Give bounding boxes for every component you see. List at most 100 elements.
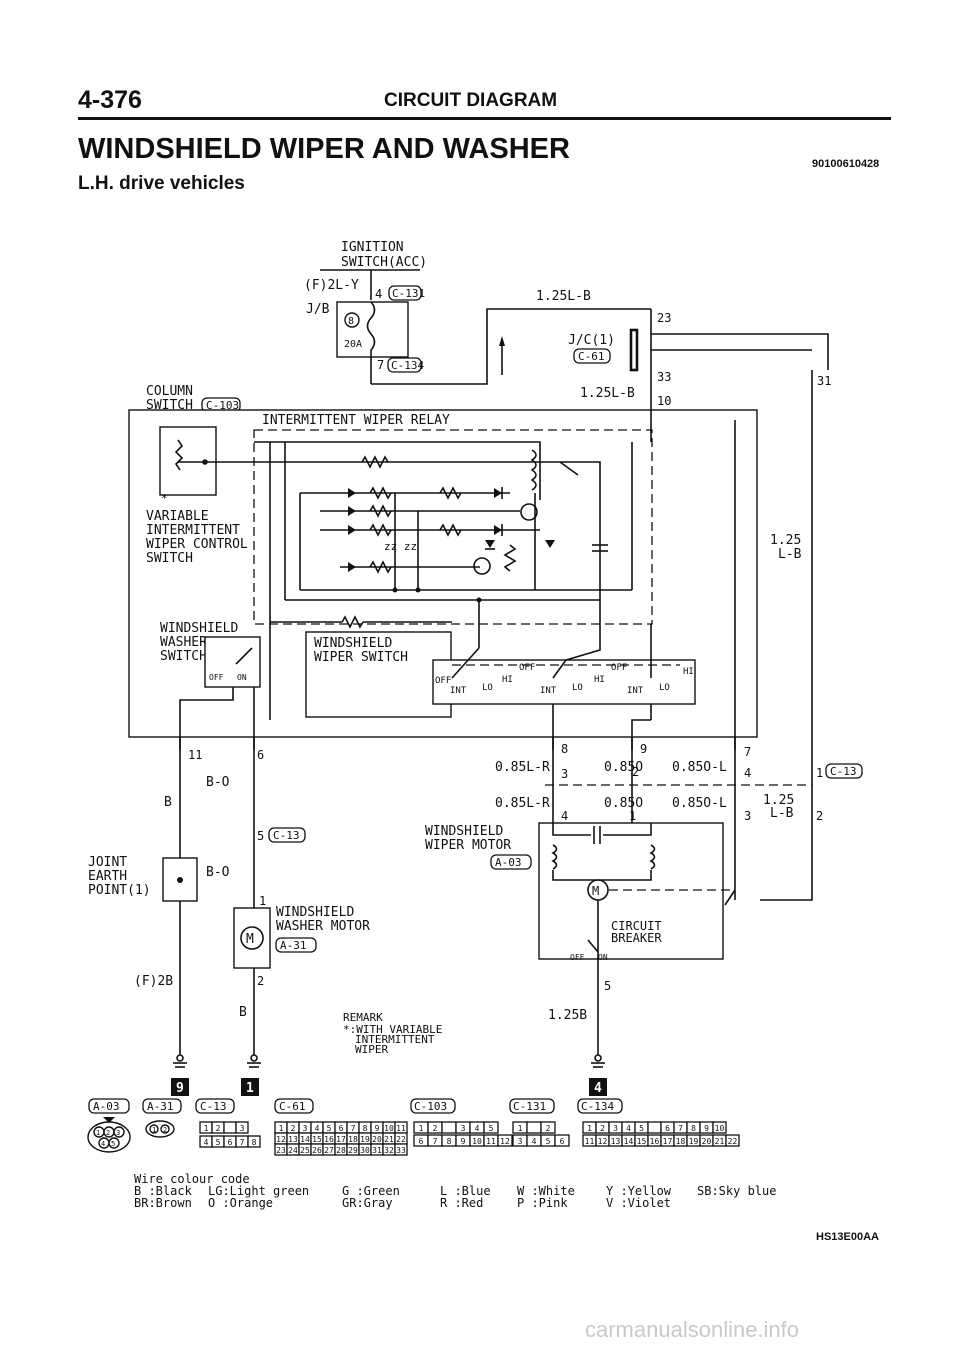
header-rule [78,117,891,120]
watermark: carmanualsonline.info [585,1317,800,1342]
pin-10: 10 [657,394,671,408]
fuse-symbol [366,301,376,384]
transistor-1 [520,503,538,521]
motor-winding-1 [551,844,558,870]
remark-2: *:WITH VARIABLE [343,1023,442,1036]
colour-code-v: V :Violet [606,1196,671,1210]
connector-a03-view: 1 2 3 4 5 [87,1117,131,1153]
connector-c134-pin-label: 5 [639,1124,644,1133]
wire-label-f2ly: (F)2L-Y [304,278,359,293]
document-id: 90100610428 [812,158,880,170]
wire-label-125b: 1.25B [548,1008,587,1023]
connector-a03-tag [490,854,532,870]
wiper-switch-label-2: WIPER SWITCH [314,650,408,665]
connector-c13-pin-label: 2 [216,1124,221,1133]
washer-motor-label-2: WASHER MOTOR [276,919,370,934]
washer-on: ON [237,673,247,682]
earth-marker-4: 4 [594,1081,602,1096]
connector-c61-tag [573,348,611,364]
connector-c131-pin-label: 4 [532,1137,537,1146]
connector-a03: A-03 [495,856,522,869]
jb-label: J/B [306,302,330,317]
washer-motor-m: M [246,932,254,947]
colour-code-br: BR:Brown [134,1196,192,1210]
pos-hi-3: HI [683,667,694,677]
wiper-switch-outline [305,631,452,718]
connector-c61-pin-label: 11 [396,1124,406,1133]
pos-lo-2: LO [572,683,583,693]
connector-c61-pin-label: 22 [396,1135,406,1144]
pos-int-1: INT [450,686,467,696]
wire-label-085lr-a: 0.85L-R [495,760,550,775]
pin-2b: 2 [816,809,823,823]
connector-c134-pin-label: 10 [715,1124,725,1133]
connector-a31-tag [275,937,317,953]
diode-3 [348,525,356,535]
cv-a03-label: A-03 [93,1100,120,1113]
connector-c134-pin-label: 16 [650,1137,660,1146]
connector-c103-pin-label: 6 [419,1137,424,1146]
connector-c131-pin-label: 5 [546,1137,551,1146]
connector-c103-pin-cell [497,1134,513,1147]
pin-3: 3 [561,767,568,781]
colour-code-p: P :Pink [517,1196,568,1210]
connector-c134-pin-label: 3 [613,1124,618,1133]
connector-c134-pin-label: 21 [715,1137,725,1146]
washer-switch-label-1: WINDSHIELD [160,621,238,636]
colour-code-y: Y :Yellow [606,1184,672,1198]
connector-c103-pin-label: 9 [461,1137,466,1146]
connector-c131-pin-cell [526,1121,542,1134]
connector-c13-pin-label: 4 [204,1138,209,1147]
connector-c61-pin-label: 19 [360,1135,370,1144]
connector-c134-pin-cell [647,1121,662,1134]
connector-c134-pin-label: 13 [611,1137,621,1146]
svg-text:5: 5 [111,1140,115,1148]
connector-c134-pin-label: 7 [678,1124,683,1133]
connector-c61-pin-label: 10 [384,1124,394,1133]
pin-9: 9 [640,742,647,756]
connector-c13-left: C-13 [273,829,300,842]
motor-wire-b [603,823,652,836]
wire-label-125lb-mid: 1.25L-B [580,386,635,401]
connector-c61-pin-cell [394,1143,408,1156]
connector-c61-pin-label: 1 [279,1124,284,1133]
joint-earth-label-3: POINT(1) [88,883,151,898]
connector-c13-pin-cell [235,1121,249,1134]
wire-jb-jc [371,308,651,385]
connector-c131-pin-cell [554,1134,570,1147]
wire-label-085o-a: 0.85O [604,760,643,775]
cv-c61-label: C-61 [279,1100,306,1113]
connector-c134-pin-label: 17 [663,1137,673,1146]
wiper-motor-label-2: WIPER MOTOR [425,838,511,853]
wiper-motor-m: M [592,884,599,898]
resistor-r2 [439,486,462,500]
resistor-r4 [369,523,392,537]
earth-marker-1: 1 [246,1081,254,1096]
wire-label-b-right: B [239,1005,247,1020]
wire-label-lb-right: L-B [778,547,802,562]
colour-code-o: O :Orange [208,1196,273,1210]
resistor-r1 [369,486,392,500]
svg-text:4: 4 [101,1140,105,1148]
connector-c134: C-134 [391,359,424,372]
connector-c13-pin-label: 7 [240,1138,245,1147]
connector-c13-pin-label: 3 [240,1124,245,1133]
cb-label-2: BREAKER [611,931,662,945]
diode-8 [545,540,555,548]
cv-c103-label: C-103 [414,1100,447,1113]
motor-wire-a [552,823,591,836]
relay-resistor-1 [361,455,389,469]
pin-4c: 4 [561,809,568,823]
connector-c134-pin-cell [712,1121,727,1134]
connector-c103-pin-label: 8 [447,1137,452,1146]
cb-off: OFF [570,953,585,962]
pin-7: 7 [377,358,384,372]
connector-c131-pin-label: 6 [560,1137,565,1146]
connector-c131-pin-label: 2 [546,1124,551,1133]
cv-c131-label: C-131 [513,1100,546,1113]
connector-c61-pin-label: 21 [384,1135,394,1144]
earth-marker-4-bg [589,1078,607,1096]
pin-6: 6 [257,748,264,762]
